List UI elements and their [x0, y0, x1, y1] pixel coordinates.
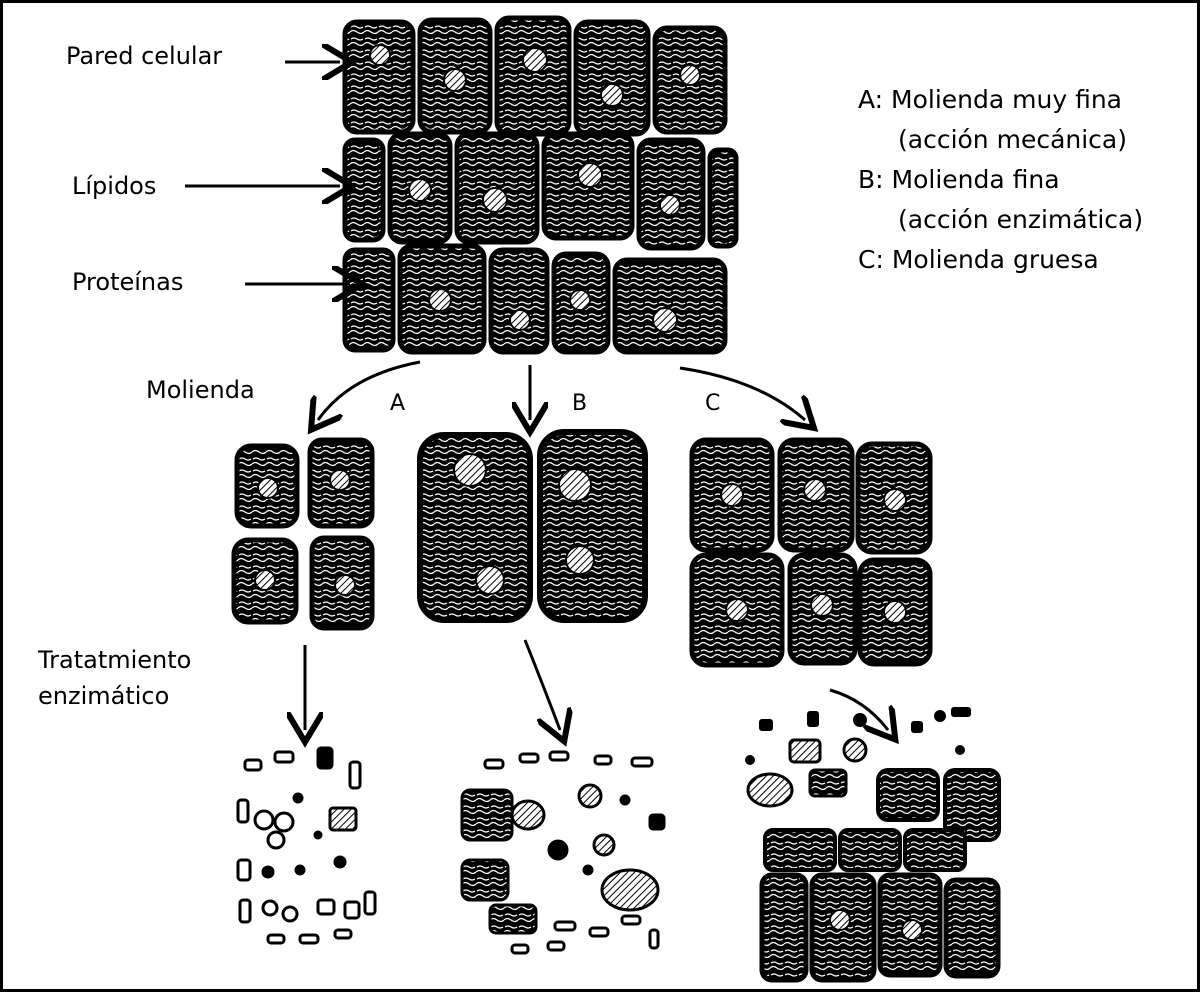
branch-b-cells: [420, 432, 645, 620]
lipids-label: Lípidos: [72, 172, 156, 200]
cell-row-1: [345, 18, 725, 134]
path-a-label: A: [390, 391, 405, 416]
legend-c-line1: C: Molienda gruesa: [858, 245, 1099, 274]
legend-b-line1: B: Molienda fina: [858, 165, 1060, 194]
legend-b-line2: (acción enzimática): [898, 205, 1143, 234]
legend-a-line2: (acción mecánica): [898, 125, 1127, 154]
path-b-label: B: [572, 391, 587, 416]
cell-wall-label: Pared celular: [66, 42, 222, 70]
enzymatic-treatment-label-line1: Tratatmiento: [37, 646, 191, 674]
legend-a-line1: A: Molienda muy fina: [858, 85, 1122, 114]
cell-row-3: [345, 246, 725, 352]
enzymatic-treatment-label-line2: enzimático: [38, 682, 169, 710]
proteins-label: Proteínas: [72, 268, 183, 296]
path-c-label: C: [705, 391, 720, 416]
branch-c-block: [692, 440, 930, 665]
milling-label: Molienda: [146, 376, 255, 404]
